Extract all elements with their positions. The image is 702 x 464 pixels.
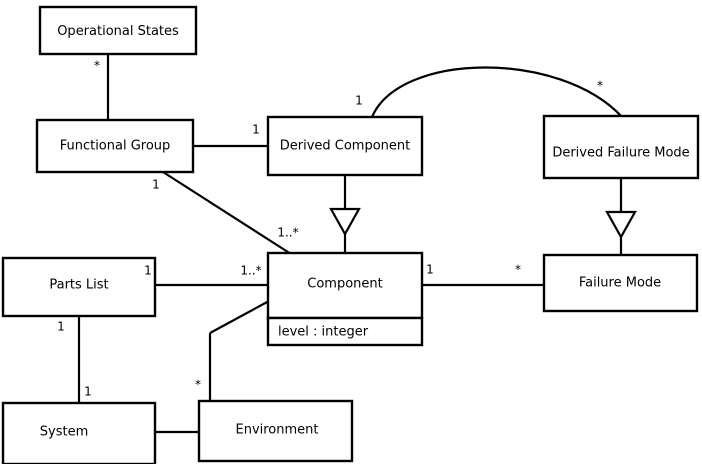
class-rect-system xyxy=(1,401,157,464)
class-box-functional-group[interactable]: Functional Group xyxy=(35,118,195,174)
class-box-operational-states[interactable]: Operational States xyxy=(38,5,198,56)
class-rect-operational-states xyxy=(38,5,198,56)
class-name-derived-component: Derived Component xyxy=(280,139,411,154)
class-box-parts-list[interactable]: Parts List xyxy=(1,256,157,318)
class-rect-derived-failure-mode xyxy=(542,114,700,180)
class-box-environment[interactable]: Environment xyxy=(197,399,354,463)
multiplicity-parts-list-system-bottom: 1 xyxy=(84,385,92,399)
multiplicity-parts-list-component-right: 1..* xyxy=(240,264,261,278)
multiplicity-parts-list-component-left: 1 xyxy=(144,264,152,278)
class-rect-derived-component xyxy=(266,115,424,177)
class-name-derived-failure-mode: Derived Failure Mode xyxy=(552,146,689,161)
class-box-component[interactable]: Component level : integer xyxy=(266,251,424,347)
multiplicity-component-failure-mode-left: 1 xyxy=(426,263,434,277)
multiplicity-operational-states-functional-group: * xyxy=(94,59,100,73)
class-box-derived-component[interactable]: Derived Component xyxy=(266,115,424,177)
multiplicity-derived-failure-mode-arc-right: * xyxy=(597,79,603,93)
class-name-parts-list: Parts List xyxy=(49,278,108,293)
class-name-system: System xyxy=(40,425,88,440)
class-name-failure-mode: Failure Mode xyxy=(579,276,661,291)
multiplicity-component-from-functional-group: 1..* xyxy=(277,226,298,240)
class-rect-environment xyxy=(197,399,354,463)
class-name-operational-states: Operational States xyxy=(57,24,179,39)
class-name-functional-group: Functional Group xyxy=(60,139,171,154)
multiplicity-functional-group-derived-component: 1 xyxy=(252,123,260,137)
class-rect-component-name xyxy=(266,251,424,320)
assoc-environment-component-diagonal xyxy=(209,300,270,334)
multiplicity-component-failure-mode-right: * xyxy=(515,263,521,277)
class-box-system[interactable]: System xyxy=(1,401,157,464)
assoc-derived-component-derived-failure-mode xyxy=(370,66,623,118)
generalization-triangle-derived-component xyxy=(329,207,361,237)
class-box-derived-failure-mode[interactable]: Derived Failure Mode xyxy=(542,114,700,180)
class-box-failure-mode[interactable]: Failure Mode xyxy=(542,253,699,313)
generalization-triangle-derived-failure-mode xyxy=(605,210,637,240)
class-rect-parts-list xyxy=(1,256,157,318)
assoc-functional-group-component xyxy=(162,171,292,255)
multiplicity-environment-component: * xyxy=(195,378,201,392)
class-rect-component-attributes xyxy=(266,316,424,347)
multiplicity-derived-component-arc-left: 1 xyxy=(355,94,363,108)
class-rect-failure-mode xyxy=(542,253,699,313)
multiplicity-parts-list-system-top: 1 xyxy=(57,320,65,334)
class-name-component: Component xyxy=(307,277,382,292)
multiplicity-functional-group-component: 1 xyxy=(152,178,160,192)
class-name-environment: Environment xyxy=(235,423,318,438)
class-attribute-component-level: level : integer xyxy=(278,325,369,340)
class-rect-functional-group xyxy=(35,118,195,174)
